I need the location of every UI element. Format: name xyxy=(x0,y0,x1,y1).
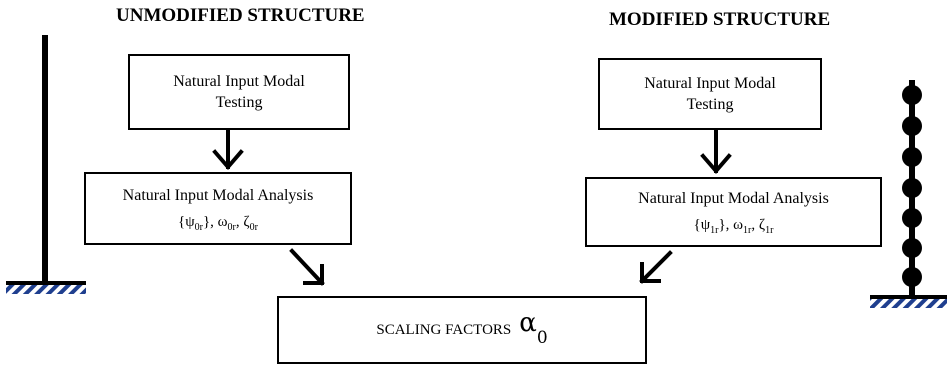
arrow-right-analysis-to-scaling xyxy=(639,250,673,284)
arrow-left-testing-to-analysis xyxy=(212,130,244,171)
left-testing-box: Natural Input Modal Testing xyxy=(128,54,350,130)
left-zeta-sub: 0r xyxy=(249,221,258,233)
unmodified-structure-heading: UNMODIFIED STRUCTURE xyxy=(116,5,365,26)
unmodified-structure-sketch xyxy=(6,35,86,294)
alpha-symbol: α0 xyxy=(519,310,547,348)
right-zeta-sub: 1r xyxy=(765,225,774,236)
arrow-right-testing-to-analysis xyxy=(700,129,732,175)
left-psi: {ψ xyxy=(178,213,195,230)
right-omega-sub: 1r xyxy=(743,225,752,236)
alpha-char: α xyxy=(519,307,537,338)
right-testing-line1: Natural Input Modal xyxy=(644,75,776,92)
right-zeta: , ζ xyxy=(751,217,766,233)
left-analysis-formula: {ψ0r}, ω0r, ζ0r xyxy=(178,212,258,233)
scaling-factors-box: SCALING FACTORS α0 xyxy=(277,296,647,364)
added-mass-5 xyxy=(902,208,922,228)
right-psi: {ψ xyxy=(693,217,711,233)
right-analysis-box: Natural Input Modal Analysis {ψ1r}, ω1r,… xyxy=(585,177,882,247)
right-omega: }, ω xyxy=(718,217,744,233)
alpha-sub: 0 xyxy=(536,328,548,349)
right-analysis-title: Natural Input Modal Analysis xyxy=(638,190,829,207)
left-testing-line2: Testing xyxy=(215,94,263,111)
left-omega-sub: 0r xyxy=(227,221,236,233)
added-mass-2 xyxy=(902,116,922,136)
unmodified-ground-hatch xyxy=(6,285,86,294)
left-zeta: , ζ xyxy=(235,213,250,230)
right-testing-box: Natural Input Modal Testing xyxy=(598,58,822,130)
added-mass-6 xyxy=(902,238,922,258)
right-analysis-formula: {ψ1r}, ω1r, ζ1r xyxy=(694,215,774,236)
modified-structure-sketch xyxy=(870,80,947,308)
arrow-left-analysis-to-scaling xyxy=(289,248,325,286)
left-testing-line1: Natural Input Modal xyxy=(173,73,305,90)
added-mass-3 xyxy=(902,147,922,167)
left-analysis-title: Natural Input Modal Analysis xyxy=(122,186,314,204)
modified-structure-heading: MODIFIED STRUCTURE xyxy=(609,9,831,30)
modified-ground-hatch xyxy=(870,299,947,308)
left-omega: }, ω xyxy=(202,213,228,230)
added-mass-4 xyxy=(902,178,922,198)
left-psi-sub: 0r xyxy=(194,221,203,233)
right-psi-sub: 1r xyxy=(710,225,719,236)
scaling-factors-label: SCALING FACTORS xyxy=(376,321,512,338)
added-mass-7 xyxy=(902,267,922,287)
right-testing-line2: Testing xyxy=(686,96,734,113)
added-mass-1 xyxy=(902,85,922,105)
left-analysis-box: Natural Input Modal Analysis {ψ0r}, ω0r,… xyxy=(84,172,352,245)
